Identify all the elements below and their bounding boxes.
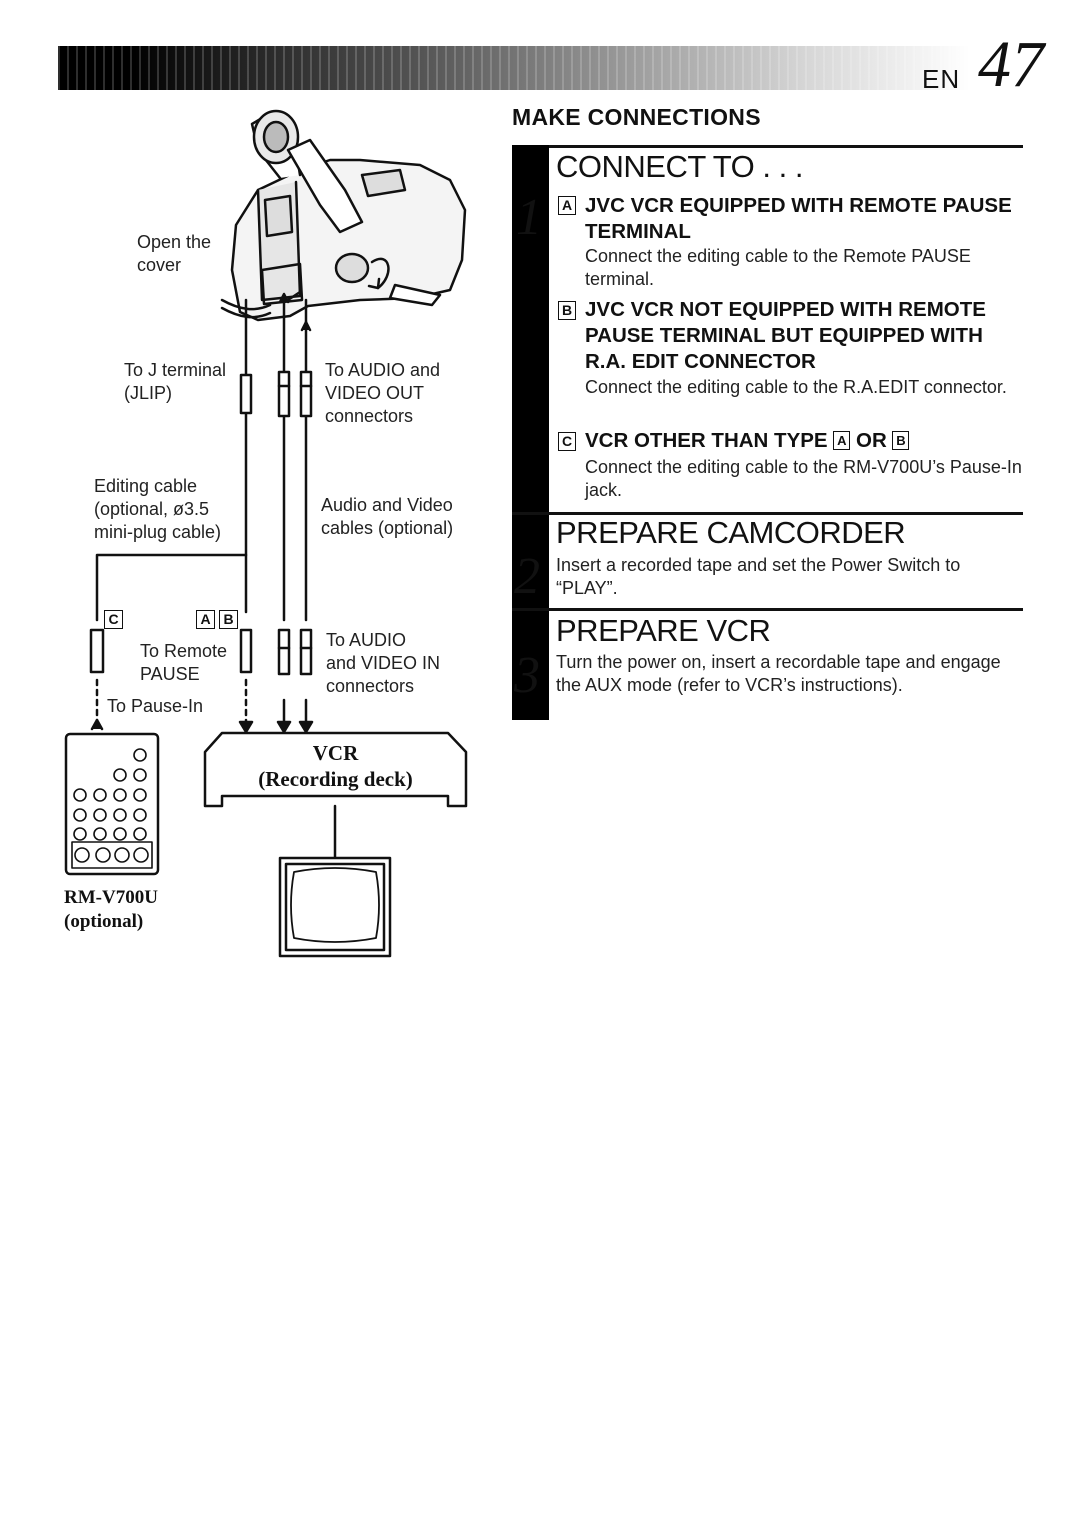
item-body-c: Connect the editing cable to the RM-V700… xyxy=(585,457,1022,500)
ref-badge-a: A xyxy=(833,431,851,450)
editing-cable-label: Editing cable (optional, ø3.5 mini-plug … xyxy=(94,476,222,542)
step-title-connect: CONNECT TO . . . xyxy=(556,149,803,184)
remote-buttons xyxy=(73,748,149,863)
ref-badge-b: B xyxy=(892,431,910,450)
item-heading-c-or: OR xyxy=(856,429,887,452)
badge-c: C xyxy=(104,610,123,629)
recording-deck-label: (Recording deck) xyxy=(258,767,413,791)
step-body-2: Insert a recorded tape and set the Power… xyxy=(556,555,961,598)
vcr-box xyxy=(203,731,468,808)
open-cover-label: Open the cover xyxy=(137,232,212,275)
step-number-2: 2 xyxy=(514,548,540,605)
camcorder-illustration xyxy=(220,109,467,322)
rule-step-2 xyxy=(512,512,1023,515)
page-number: 47 xyxy=(978,28,1044,101)
header-stripes xyxy=(58,46,970,90)
step-number-3: 3 xyxy=(514,647,540,704)
connection-diagram xyxy=(64,109,468,958)
header-gradient-bar xyxy=(58,46,970,90)
pause-in-label: To Pause-In xyxy=(107,696,204,716)
vcr-label: VCR xyxy=(312,741,359,765)
tv-illustration xyxy=(278,856,392,958)
remote-optional-label: (optional) xyxy=(64,911,144,932)
j-terminal-label: To J terminal (JLIP) xyxy=(124,360,227,403)
step-number-band xyxy=(512,145,549,720)
language-label: EN xyxy=(922,64,961,94)
item-badge-a: A xyxy=(558,196,576,215)
step-title-prepare-camcorder: PREPARE CAMCORDER xyxy=(556,515,906,550)
item-heading-c: VCR OTHER THAN TYPE A OR B xyxy=(585,428,1025,454)
item-badge-c: C xyxy=(558,432,576,451)
remote-pause-label: To Remote PAUSE xyxy=(140,641,228,684)
item-body-a: Connect the editing cable to the Remote … xyxy=(585,246,971,289)
audio-video-out-label: To AUDIO and VIDEO OUT connectors xyxy=(325,360,441,426)
remote-illustration xyxy=(64,732,160,876)
step-title-prepare-vcr: PREPARE VCR xyxy=(556,613,771,648)
item-badge-b: B xyxy=(558,301,576,320)
badge-a: A xyxy=(196,610,215,629)
item-heading-b: JVC VCR NOT EQUIPPED WITH REMOTE PAUSE T… xyxy=(585,298,986,373)
rule-step-1 xyxy=(512,145,1023,148)
item-heading-c-prefix: VCR OTHER THAN TYPE xyxy=(585,429,828,452)
item-heading-a: JVC VCR EQUIPPED WITH REMOTE PAUSE TERMI… xyxy=(585,194,1012,243)
section-title: MAKE CONNECTIONS xyxy=(512,104,761,130)
rule-step-3 xyxy=(512,608,1023,611)
remote-model-label: RM-V700U xyxy=(64,887,158,908)
badge-b: B xyxy=(219,610,238,629)
av-cables-label: Audio and Video cables (optional) xyxy=(321,495,454,538)
item-body-b: Connect the editing cable to the R.A.EDI… xyxy=(585,377,1007,397)
audio-video-in-label: To AUDIO and VIDEO IN connectors xyxy=(326,630,441,696)
step-body-3: Turn the power on, insert a recordable t… xyxy=(556,652,1001,695)
step-number-1: 1 xyxy=(516,189,542,246)
